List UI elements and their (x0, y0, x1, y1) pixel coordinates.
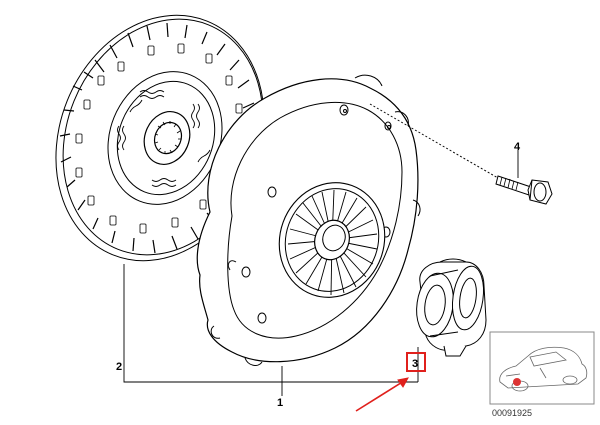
friction-rivets (75, 43, 243, 234)
clutch-disc (55, 14, 265, 262)
callout-3-highlight-box (406, 352, 426, 372)
callout-4: 4 (514, 141, 521, 153)
car-thumbnail (489, 331, 595, 405)
hub-splines (154, 121, 181, 154)
car-highlight-dot (513, 378, 521, 386)
reference-code: 00091925 (492, 408, 532, 418)
callout-1: 1 (277, 397, 283, 409)
callout-3: 3 (412, 358, 418, 370)
damper-springs (117, 90, 211, 187)
bolt (495, 175, 553, 205)
release-bearing (416, 258, 487, 357)
highlight-arrow (355, 377, 409, 412)
pressure-plate (196, 74, 421, 366)
callout-2: 2 (116, 361, 122, 373)
